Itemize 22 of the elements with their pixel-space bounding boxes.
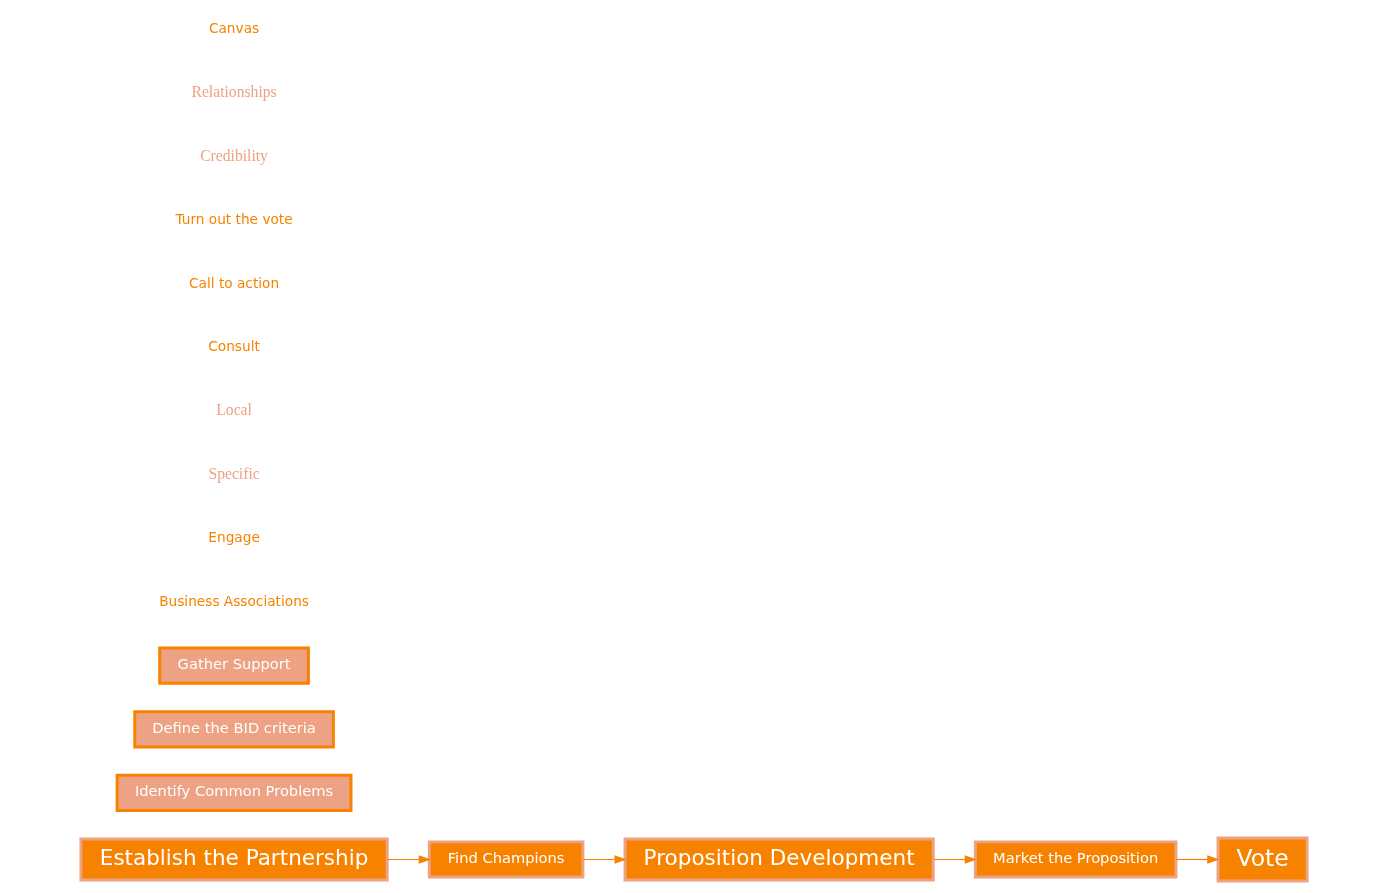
node-box: Gather Support bbox=[158, 646, 310, 685]
node-box: Market the Proposition bbox=[973, 840, 1178, 879]
label: Canvas bbox=[208, 20, 260, 37]
label: Local bbox=[216, 400, 252, 418]
label: Engage bbox=[208, 529, 260, 546]
arrow bbox=[1175, 855, 1220, 864]
label: Specific bbox=[208, 464, 260, 482]
node-box: Establish the Partnership bbox=[79, 837, 389, 882]
node-box: Define the BID criteria bbox=[133, 710, 335, 749]
arrow bbox=[932, 855, 977, 864]
node-box: Identify Common Problems bbox=[115, 773, 353, 812]
label: Relationships bbox=[191, 82, 277, 100]
label: Turn out the vote bbox=[175, 211, 293, 228]
arrow bbox=[386, 855, 431, 864]
node-box: Proposition Development bbox=[623, 837, 935, 882]
node-box: Vote bbox=[1216, 836, 1309, 883]
label: Credibility bbox=[200, 146, 268, 164]
label: Consult bbox=[208, 338, 260, 355]
node-box: Find Champions bbox=[427, 840, 585, 879]
label: Call to action bbox=[189, 274, 280, 291]
arrow bbox=[582, 855, 627, 864]
label: Business Associations bbox=[159, 592, 309, 609]
